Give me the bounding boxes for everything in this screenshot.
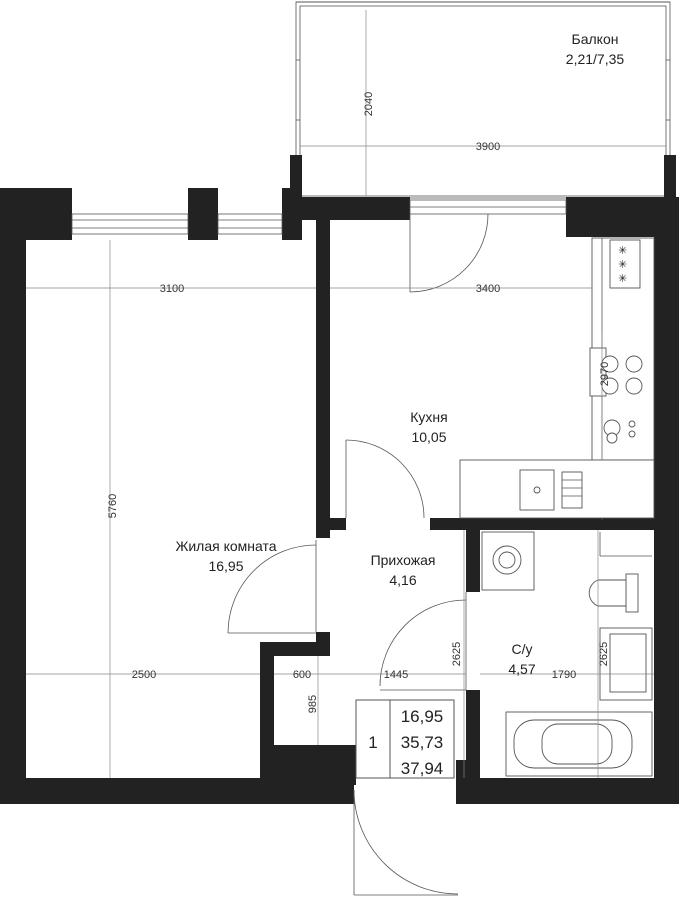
kitchen-counter-bottom (459, 459, 655, 519)
dim-kitchen-depth: 2970 (599, 362, 611, 386)
dim-balcony-height: 2040 (363, 92, 375, 116)
kitchen-area: 10,05 (411, 429, 446, 445)
summary-rooms-count: 1 (368, 733, 377, 752)
walls (0, 188, 679, 804)
dim-living-width-top: 3100 (160, 283, 184, 295)
kitchen-name: Кухня (410, 409, 447, 425)
balcony-area: 2,21/7,35 (566, 51, 625, 67)
dimension-lines (26, 10, 666, 778)
dim-kitchen-width: 3400 (476, 283, 500, 295)
dim-bath-width: 1790 (552, 669, 576, 681)
summary-total-area: 35,73 (401, 733, 444, 752)
bathroom-area: 4,57 (508, 661, 535, 677)
balcony-wall-left (290, 155, 302, 197)
doors (227, 213, 489, 896)
hall-area: 4,16 (389, 572, 416, 588)
balcony (290, 1, 676, 199)
living-door (227, 544, 317, 634)
area-summary-table (355, 699, 455, 779)
dim-living-width-bottom: 2500 (132, 669, 156, 681)
dim-hall-depth: 2625 (451, 642, 463, 666)
bathroom-name: С/у (512, 641, 533, 657)
entrance-door (353, 789, 459, 895)
vent-icon: ✳ (618, 245, 627, 257)
dim-living-length: 5760 (107, 494, 119, 518)
bathroom-fixtures (481, 531, 653, 777)
dim-bath-depth: 2625 (598, 642, 610, 666)
windows (71, 199, 567, 235)
summary-total-with-balcony: 37,94 (401, 759, 444, 778)
svg-text:✳: ✳ (618, 273, 627, 285)
dim-hall-width: 1445 (384, 669, 408, 681)
bathroom-door (379, 599, 467, 687)
dim-nook-depth: 985 (307, 695, 319, 713)
living-area: 16,95 (208, 558, 243, 574)
balcony-name: Балкон (572, 31, 619, 47)
living-name: Жилая комната (175, 538, 276, 554)
balcony-wall-right (664, 155, 676, 197)
dim-nook-width: 600 (293, 669, 311, 681)
dim-balcony-width: 3900 (476, 141, 500, 153)
hall-name: Прихожая (371, 552, 436, 568)
summary-living-area: 16,95 (401, 707, 444, 726)
svg-text:✳: ✳ (618, 259, 627, 271)
